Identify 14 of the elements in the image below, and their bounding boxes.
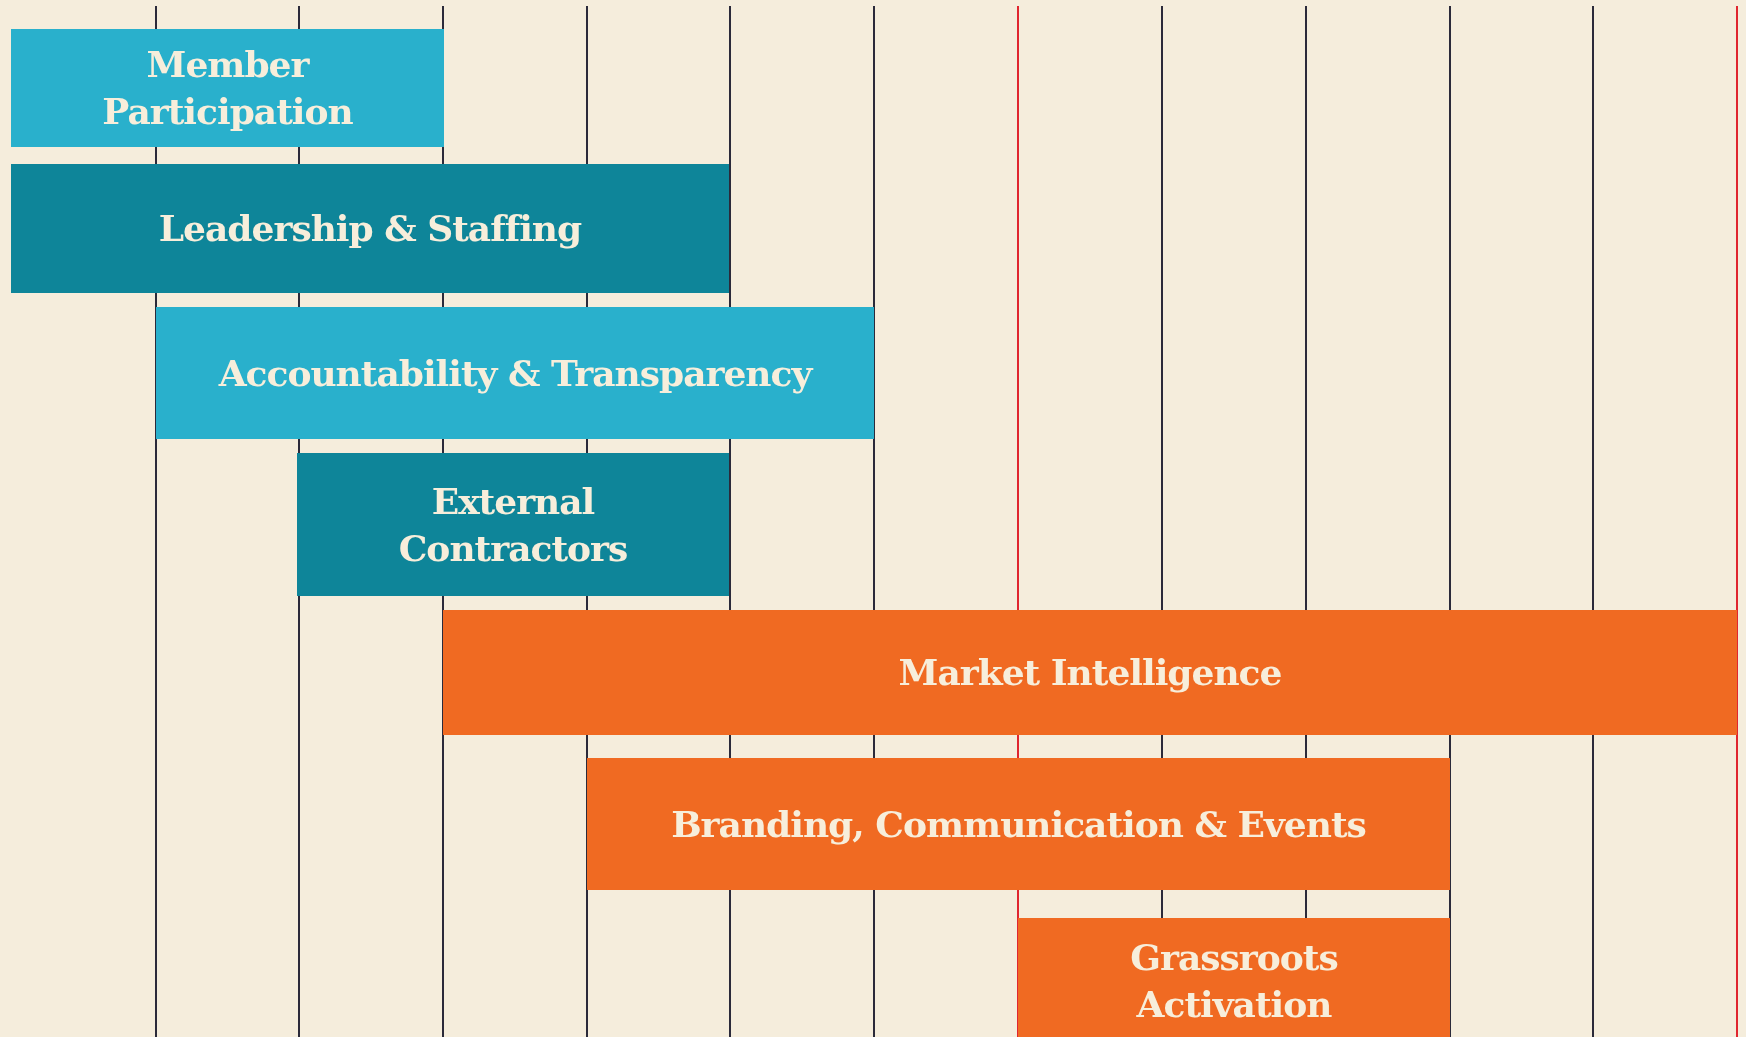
task-bar xyxy=(11,164,729,293)
task-label: External Contractors xyxy=(397,478,629,571)
task-label: Member Participation xyxy=(101,42,354,134)
task-label: Market Intelligence xyxy=(898,650,1282,696)
task-bar xyxy=(11,29,444,147)
task-bar xyxy=(587,758,1450,890)
task-label: Accountability & Transparency xyxy=(218,350,812,396)
task-bar xyxy=(156,307,874,439)
task-bar xyxy=(297,453,729,596)
task-bar xyxy=(443,610,1737,735)
task-label: Branding, Communication & Events xyxy=(671,801,1366,847)
task-label: Leadership & Staffing xyxy=(158,206,582,252)
task-bar xyxy=(1018,918,1450,1037)
task-label: Grassroots Activation xyxy=(1129,934,1339,1027)
